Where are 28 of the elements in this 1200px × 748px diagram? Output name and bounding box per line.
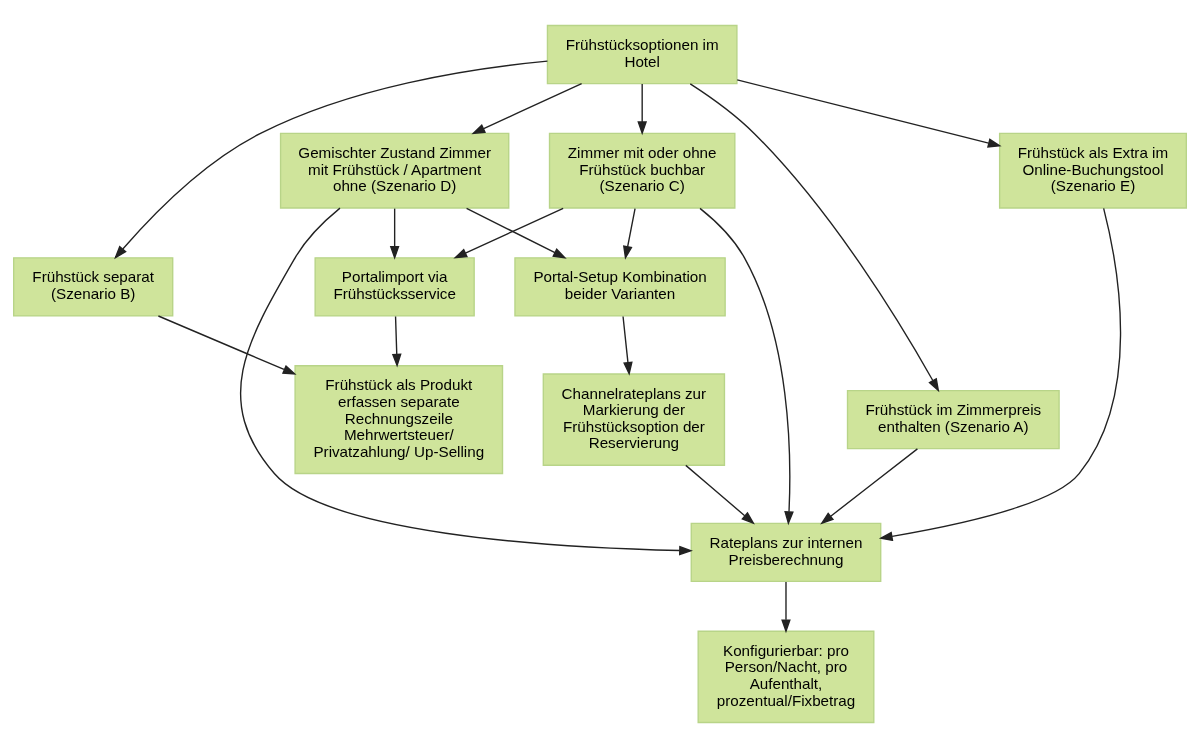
node-box: Portal-Setup Kombination beider Varianten — [514, 257, 726, 317]
node-box: Frühstück separat (Szenario B) — [13, 257, 174, 317]
node-box: Frühstück als Produkt erfassen separate Rechnungszeile Mehrwertsteuer/ Privatzahlung/ Up-Selling — [294, 365, 504, 475]
arrow — [389, 207, 400, 260]
arrow — [689, 83, 940, 393]
node-box: Channelrateplans zur Markierung der Frühstücksoption der Reservierung — [542, 373, 726, 466]
arrow — [736, 79, 1002, 148]
node-box: Gemischter Zustand Zimmer mit Frühstück / Apartment ohne (Szenario D) — [279, 132, 510, 209]
arrow — [391, 315, 402, 368]
node-box: Frühstück im Zimmerpreis enthalten (Szenario A) — [846, 389, 1060, 450]
node-box: Portalimport via Frühstücksservice — [314, 257, 475, 317]
arrow — [114, 60, 549, 260]
arrow — [699, 207, 794, 526]
arrow — [685, 464, 755, 525]
node-box: Konfigurierbar: pro Person/Nacht, pro Aufenthalt, prozentual/Fixbetrag — [697, 630, 875, 724]
arrow — [240, 207, 693, 556]
arrow — [157, 315, 297, 375]
node-box: Rateplans zur internen Preisberechnung — [690, 522, 882, 583]
arrow — [781, 581, 791, 634]
arrow — [637, 83, 648, 136]
node-box: Frühstücksoptionen im Hotel — [546, 24, 738, 85]
arrow — [820, 448, 919, 525]
node-box: Zimmer mit oder ohne Frühstück buchbar (Szenario C) — [548, 132, 736, 209]
node-box: Frühstück als Extra im Online-Buchungstool (Szenario E) — [998, 132, 1187, 209]
arrow — [471, 83, 583, 135]
arrow — [622, 315, 633, 376]
arrow — [878, 207, 1122, 542]
arrow — [622, 207, 636, 260]
